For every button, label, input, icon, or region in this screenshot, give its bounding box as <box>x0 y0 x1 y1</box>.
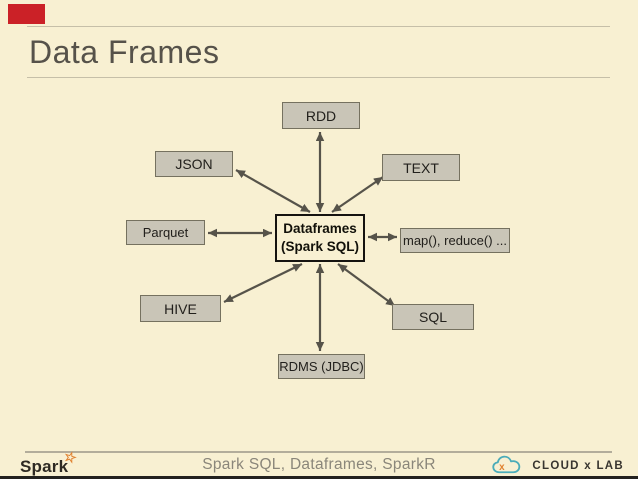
node-rdms-jdbc-label: RDMS (JDBC) <box>279 359 364 374</box>
arrow-hive-center <box>223 263 303 303</box>
page-title: Data Frames <box>29 34 220 70</box>
center-label-line2: (Spark SQL) <box>280 239 359 254</box>
node-rdms-jdbc: RDMS (JDBC) <box>278 354 365 379</box>
node-json: JSON <box>155 151 233 177</box>
cloud-x-letter: x <box>499 462 505 473</box>
node-sql-label: SQL <box>418 309 447 325</box>
node-sql: SQL <box>392 304 474 330</box>
red-highlight-box <box>8 4 45 24</box>
node-rdd: RDD <box>282 102 360 129</box>
node-text: TEXT <box>382 154 460 181</box>
title-divider-top <box>27 26 610 27</box>
spark-wordmark: Spark <box>20 457 69 476</box>
node-hive: HIVE <box>140 295 221 322</box>
node-parquet-label: Parquet <box>142 225 189 240</box>
node-map-reduce: map(), reduce() ... <box>400 228 510 253</box>
node-dataframes-center: Dataframes (Spark SQL) <box>275 214 365 262</box>
bottom-edge-bar <box>0 476 638 479</box>
title-divider-bottom <box>27 77 610 78</box>
node-json-label: JSON <box>175 156 213 172</box>
center-label-line1: Dataframes <box>283 220 357 236</box>
cloud-icon: x <box>492 455 521 474</box>
node-map-reduce-label: map(), reduce() ... <box>402 233 508 248</box>
cloudxlab-label: CLOUD x LAB <box>532 459 624 472</box>
footer-divider <box>25 451 612 453</box>
node-text-label: TEXT <box>403 159 439 176</box>
node-rdd-label: RDD <box>305 107 337 124</box>
arrow-text-center <box>331 176 384 213</box>
footer-caption: Spark SQL, Dataframes, SparkR <box>202 456 436 473</box>
cloudxlab-logo: x CLOUD x LAB <box>491 453 624 478</box>
arrow-json-center <box>235 169 311 213</box>
node-parquet: Parquet <box>126 220 205 245</box>
node-hive-label: HIVE <box>164 300 197 317</box>
spark-logo: Spark☆ <box>20 447 80 477</box>
arrow-sql-center <box>337 263 396 307</box>
